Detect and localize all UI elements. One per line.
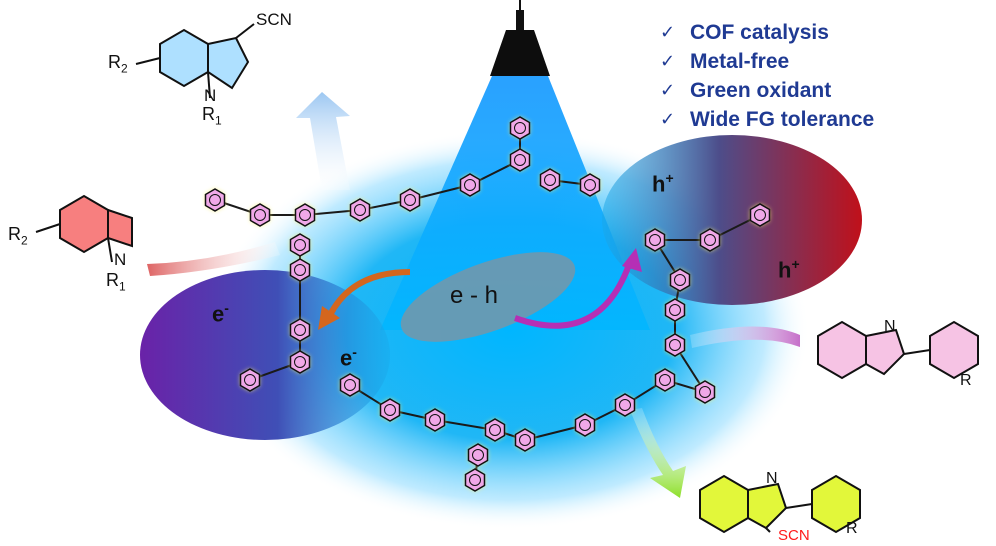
r-label-imidazo: R — [960, 372, 972, 389]
thiocyanate-product-arrow — [630, 408, 686, 498]
feature-text: Green oxidant — [690, 78, 832, 102]
framework-ring — [579, 173, 601, 197]
r-label-imidazo-product: R — [846, 520, 858, 537]
electron-label-left: e- — [212, 300, 229, 327]
feature-list: ✓ COF catalysis ✓ Metal-free ✓ Green oxidan… — [660, 18, 874, 134]
hole-label-bottom: h+ — [778, 256, 800, 283]
check-icon: ✓ — [660, 51, 676, 72]
framework-ring — [644, 228, 666, 252]
framework-ring — [289, 258, 311, 282]
check-icon: ✓ — [660, 22, 676, 43]
feature-item: ✓ COF catalysis — [660, 18, 874, 47]
cof-framework-rings — [204, 116, 771, 492]
framework-ring — [669, 268, 691, 292]
feature-item: ✓ Green oxidant — [660, 76, 874, 105]
feature-text: Metal-free — [690, 49, 790, 73]
framework-ring — [509, 148, 531, 172]
framework-ring — [664, 298, 686, 322]
r1-label-reactant: R1 — [106, 270, 126, 294]
hole-transfer-arrow — [514, 248, 642, 329]
framework-ring — [379, 398, 401, 422]
indole-product-arrow — [296, 92, 350, 190]
feature-item: ✓ Wide FG tolerance — [660, 105, 874, 134]
framework-ring — [399, 188, 421, 212]
indole-reactant — [35, 194, 133, 263]
scn-label-imidazo: SCN — [778, 527, 810, 544]
nitrogen-label-imidazo: N — [884, 318, 896, 335]
framework-ring — [239, 368, 261, 392]
check-icon: ✓ — [660, 109, 676, 130]
framework-ring — [289, 350, 311, 374]
framework-ring — [664, 333, 686, 357]
r1-label-product: R1 — [202, 104, 222, 128]
framework-ring — [424, 408, 446, 432]
exciton-label: e - h — [450, 282, 499, 309]
lamp-icon — [490, 0, 550, 76]
framework-ring — [509, 116, 531, 140]
framework-ring — [539, 168, 561, 192]
nitrogen-label-imidazo-product: N — [766, 470, 778, 487]
framework-ring — [694, 380, 716, 404]
check-icon: ✓ — [660, 80, 676, 101]
feature-item: ✓ Metal-free — [660, 47, 874, 76]
framework-ring — [294, 203, 316, 227]
framework-ring — [699, 228, 721, 252]
nitrogen-label-product: N — [204, 86, 217, 105]
r2-label-reactant: R2 — [8, 224, 28, 248]
framework-ring — [484, 418, 506, 442]
r2-label-product: R2 — [108, 52, 128, 76]
framework-ring — [204, 188, 226, 212]
imidazopyridine-reactant-arrow — [690, 326, 800, 348]
indole-reactant-arrow — [147, 242, 280, 276]
framework-ring — [289, 233, 311, 257]
framework-ring — [574, 413, 596, 437]
imidazopyridine-thiocyanate-product — [699, 474, 861, 534]
hole-label-top: h+ — [652, 170, 674, 197]
hole-region — [602, 135, 862, 305]
scn-label-indole: SCN — [256, 10, 292, 29]
electron-transfer-arrow — [318, 269, 411, 330]
framework-ring — [289, 318, 311, 342]
framework-ring — [339, 373, 361, 397]
framework-ring — [249, 203, 271, 227]
electron-label-right: e- — [340, 344, 357, 371]
light-beam — [380, 76, 650, 330]
feature-text: Wide FG tolerance — [690, 107, 875, 131]
exciton-ellipse — [400, 252, 576, 342]
framework-ring — [467, 443, 489, 467]
feature-text: COF catalysis — [690, 20, 829, 44]
framework-ring — [654, 368, 676, 392]
indole-thiocyanate-product — [135, 23, 255, 99]
framework-ring — [514, 428, 536, 452]
nitrogen-label-reactant: N — [114, 250, 127, 269]
framework-ring — [459, 173, 481, 197]
framework-ring — [749, 203, 771, 227]
framework-ring — [614, 393, 636, 417]
imidazopyridine-reactant — [817, 320, 979, 380]
framework-ring — [349, 198, 371, 222]
framework-ring — [464, 468, 486, 492]
